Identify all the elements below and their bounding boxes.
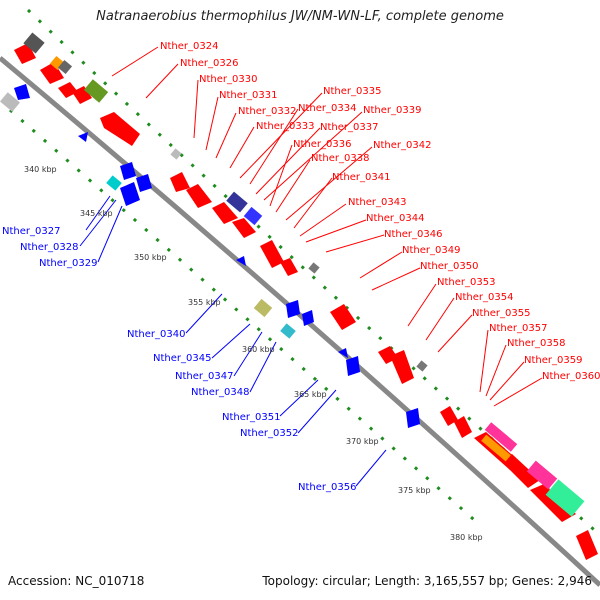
other-features bbox=[0, 32, 585, 517]
gene-arrow[interactable] bbox=[120, 182, 140, 206]
tick-label: 360 kbp bbox=[242, 345, 275, 354]
gene-label[interactable]: Nther_0347 bbox=[175, 371, 233, 382]
tick-label: 370 kbp bbox=[346, 437, 379, 446]
gene-arrow[interactable] bbox=[212, 202, 238, 224]
tick-label: 355 kbp bbox=[188, 298, 221, 307]
genome-summary: Topology: circular; Length: 3,165,557 bp… bbox=[262, 574, 592, 588]
gene-label[interactable]: Nther_0340 bbox=[127, 329, 185, 340]
gene-label[interactable]: Nther_0354 bbox=[455, 292, 513, 303]
gene-arrow[interactable] bbox=[500, 454, 540, 488]
gene-arrow[interactable] bbox=[58, 82, 78, 98]
gene-label[interactable]: Nther_0329 bbox=[39, 258, 97, 269]
gene-label[interactable]: Nther_0353 bbox=[437, 277, 495, 288]
gene-arrow[interactable] bbox=[260, 240, 284, 268]
gene-arrow[interactable] bbox=[454, 416, 472, 438]
gene-arrow[interactable] bbox=[186, 184, 212, 208]
tick-label: 365 kbp bbox=[294, 390, 327, 399]
gene-label[interactable]: Nther_0332 bbox=[238, 106, 296, 117]
gene-label[interactable]: Nther_0345 bbox=[153, 353, 211, 364]
gene-label[interactable]: Nther_0342 bbox=[373, 140, 431, 151]
accession-label: Accession: NC_010718 bbox=[8, 574, 145, 588]
gene-arrow[interactable] bbox=[530, 484, 576, 522]
gene-label[interactable]: Nther_0360 bbox=[542, 371, 600, 382]
gene-arrow[interactable] bbox=[330, 304, 356, 330]
leader-lines-red bbox=[111, 46, 543, 407]
gene-label[interactable]: Nther_0330 bbox=[199, 74, 257, 85]
tick-label: 340 kbp bbox=[24, 165, 57, 174]
gene-label[interactable]: Nther_0344 bbox=[366, 213, 424, 224]
gene-arrow[interactable] bbox=[390, 350, 414, 384]
gene-arrow[interactable] bbox=[236, 256, 246, 266]
gene-label[interactable]: Nther_0331 bbox=[219, 90, 277, 101]
tick-label: 375 kbp bbox=[398, 486, 431, 495]
gene-arrow[interactable] bbox=[406, 408, 420, 428]
tick-label: 345 kbp bbox=[80, 209, 113, 218]
gene-label[interactable]: Nther_0328 bbox=[20, 242, 78, 253]
gene-label[interactable]: Nther_0359 bbox=[524, 355, 582, 366]
gene-arrow[interactable] bbox=[286, 300, 300, 318]
gene-label[interactable]: Nther_0338 bbox=[311, 153, 369, 164]
gene-label[interactable]: Nther_0358 bbox=[507, 338, 565, 349]
gene-label[interactable]: Nther_0326 bbox=[180, 58, 238, 69]
gene-arrow[interactable] bbox=[346, 356, 360, 376]
gene-label[interactable]: Nther_0351 bbox=[222, 412, 280, 423]
gene-arrow[interactable] bbox=[40, 62, 64, 84]
gene-label[interactable]: Nther_0346 bbox=[384, 229, 442, 240]
gene-label[interactable]: Nther_0337 bbox=[320, 122, 378, 133]
gene-arrow[interactable] bbox=[576, 530, 598, 560]
gene-label[interactable]: Nther_0335 bbox=[323, 86, 381, 97]
gene-label[interactable]: Nther_0348 bbox=[191, 387, 249, 398]
gene-labels-reverse[interactable]: Nther_0327 Nther_0328 Nther_0329 Nther_0… bbox=[2, 226, 356, 493]
gene-label[interactable]: Nther_0355 bbox=[472, 308, 530, 319]
map-title: Natranaerobius thermophilus JW/NM-WN-LF,… bbox=[96, 9, 504, 24]
gene-label[interactable]: Nther_0356 bbox=[298, 482, 356, 493]
gene-arrow[interactable] bbox=[232, 218, 256, 238]
genome-backbone bbox=[0, 56, 600, 587]
gene-arrow[interactable] bbox=[100, 112, 140, 146]
gene-label[interactable]: Nther_0350 bbox=[420, 261, 478, 272]
gene-label[interactable]: Nther_0349 bbox=[402, 245, 460, 256]
reverse-genes[interactable] bbox=[14, 84, 420, 428]
gene-arrow[interactable] bbox=[440, 406, 458, 426]
gene-label[interactable]: Nther_0327 bbox=[2, 226, 60, 237]
gc-track-inner bbox=[9, 108, 481, 527]
gene-arrow[interactable] bbox=[120, 162, 136, 180]
gene-label[interactable]: Nther_0333 bbox=[256, 121, 314, 132]
gene-label[interactable]: Nther_0341 bbox=[332, 172, 390, 183]
gene-arrow[interactable] bbox=[170, 172, 190, 192]
tick-label: 350 kbp bbox=[134, 253, 167, 262]
gene-arrow[interactable] bbox=[78, 132, 88, 142]
gene-arrow[interactable] bbox=[280, 258, 298, 276]
leader-lines-blue bbox=[79, 195, 387, 487]
scale-ticks: 340 kbp 345 kbp 350 kbp 355 kbp 360 kbp … bbox=[24, 165, 483, 542]
gene-arrow[interactable] bbox=[136, 174, 152, 192]
gene-label[interactable]: Nther_0352 bbox=[240, 428, 298, 439]
gene-label[interactable]: Nther_0336 bbox=[293, 139, 351, 150]
tick-label: 380 kbp bbox=[450, 533, 483, 542]
gene-label[interactable]: Nther_0357 bbox=[489, 323, 547, 334]
gene-arrow[interactable] bbox=[14, 84, 30, 100]
gene-label[interactable]: Nther_0334 bbox=[298, 103, 356, 114]
gene-label[interactable]: Nther_0343 bbox=[348, 197, 406, 208]
gene-arrow[interactable] bbox=[302, 310, 314, 326]
gene-arrow[interactable] bbox=[338, 348, 348, 358]
gene-label[interactable]: Nther_0324 bbox=[160, 41, 218, 52]
gene-labels-forward[interactable]: Nther_0324 Nther_0326 Nther_0330 Nther_0… bbox=[160, 41, 600, 382]
gene-label[interactable]: Nther_0339 bbox=[363, 105, 421, 116]
